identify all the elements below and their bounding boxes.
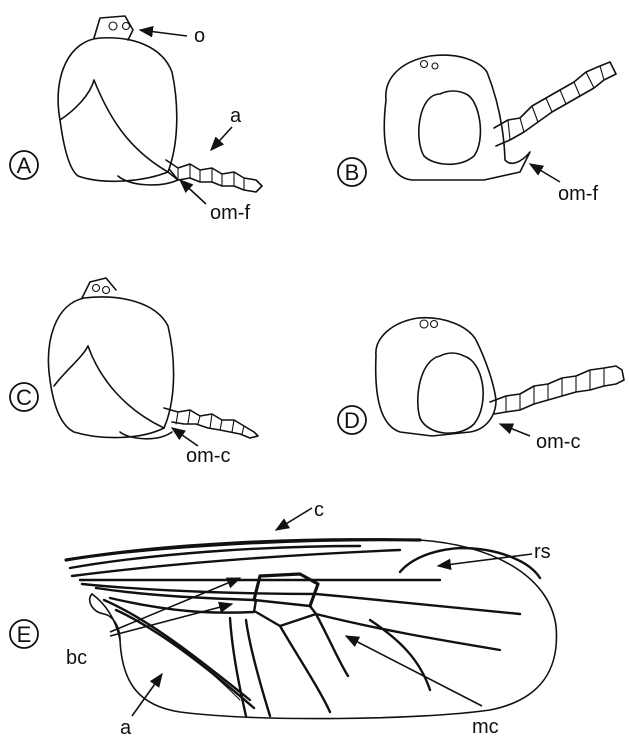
label-basal-cells: bc — [66, 647, 87, 669]
costa-arrow — [276, 508, 312, 530]
ocelli-arrow — [140, 30, 187, 36]
panel-b-head-drawing — [384, 55, 616, 180]
panel-a-letter: A — [17, 153, 32, 178]
label-ocelli: o — [194, 25, 205, 47]
panel-b-membrane-arrow — [530, 164, 560, 182]
panel-c-head-drawing — [48, 278, 258, 439]
label-rs: rs — [534, 541, 551, 563]
bc-arrow-upper — [110, 578, 240, 632]
panel-b-letter: B — [345, 160, 360, 185]
label-antenna: a — [230, 105, 242, 127]
panel-c-label-om-c: om-c — [186, 445, 230, 467]
panel-d-label-om-c: om-c — [536, 431, 580, 453]
panel-d-letter: D — [344, 408, 360, 433]
panel-c-membrane-arrow — [172, 428, 198, 446]
label-anal: a — [120, 717, 132, 739]
panel-c-letter: C — [16, 385, 32, 410]
label-mc: mc — [472, 716, 499, 738]
label-costa: c — [314, 499, 324, 521]
panel-a-head-drawing — [58, 16, 262, 192]
panel-b-label-om-f: om-f — [558, 183, 598, 205]
panel-a-label-om-f: om-f — [210, 202, 250, 224]
antenna-arrow — [211, 127, 232, 150]
anal-arrow — [132, 674, 162, 716]
panel-d-head-drawing — [376, 318, 624, 436]
mc-arrow — [346, 636, 482, 706]
panel-d-membrane-arrow — [500, 424, 530, 436]
panel-a-membrane-arrow — [180, 180, 206, 204]
panel-e-letter: E — [17, 622, 32, 647]
